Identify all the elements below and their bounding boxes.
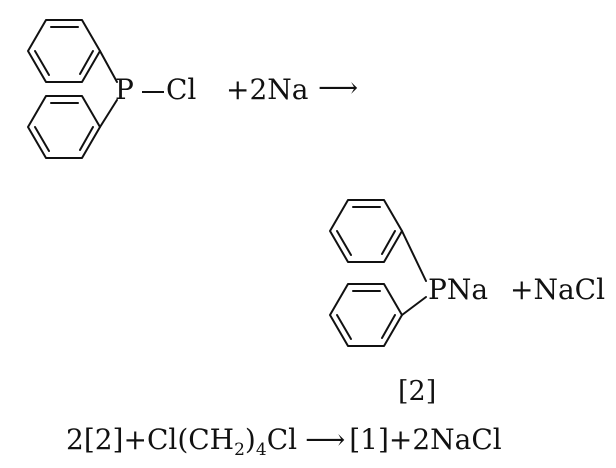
reactant-chlorine-atom: Cl [166,73,197,106]
chain-length-subscript: 4 [255,440,267,460]
product-pna-label: PNa [428,273,489,306]
reaction-2-reactants: 2[2]+Cl(CH [66,423,235,456]
sodium-reagent: +2Na [226,73,309,106]
ch2-subscript: 2 [234,440,245,460]
product-upper-phenyl-ring [329,199,403,263]
reaction-arrow-1: ⟶ [318,71,359,104]
reaction-arrow-2: ⟶ [305,423,346,456]
closing-paren: ) [244,423,256,456]
bond-upper-ring-to-p [99,50,118,83]
reactant-upper-phenyl-ring [27,19,101,83]
bond-product-lower-ring-to-p [401,296,427,316]
product-lower-phenyl-ring [329,283,403,347]
bond-lower-ring-to-p [99,99,118,128]
bond-product-upper-ring-to-p [401,230,427,282]
p-cl-bond [142,91,164,93]
dichloride-terminal-cl: Cl [266,423,298,456]
reaction-2-products: [1]+2NaCl [349,423,502,456]
sodium-chloride-byproduct: +NaCl [510,273,606,306]
reaction-2-equation: 2[2]+Cl(CH2)4Cl⟶[1]+2NaCl [66,423,502,459]
compound-number-2: [2] [398,376,437,407]
reactant-phosphorus-atom: P [115,73,134,106]
reactant-lower-phenyl-ring [27,95,101,159]
